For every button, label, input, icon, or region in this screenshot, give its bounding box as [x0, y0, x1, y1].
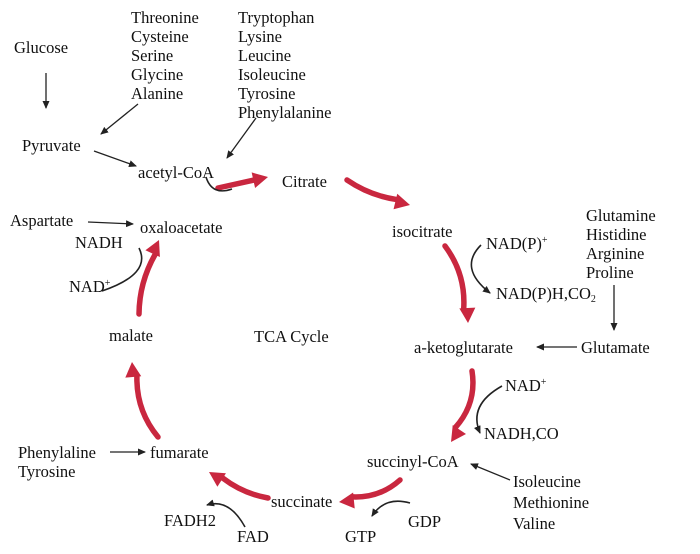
fadh2-label: FADH2: [164, 511, 216, 530]
cofactor-arcs: [101, 176, 503, 528]
nadh-label: NADH: [75, 233, 123, 252]
arrow-akg-to-succinylcoa: [451, 368, 476, 442]
amino-acid-item: Lysine: [238, 27, 282, 46]
amino-acid-item: Tyrosine: [238, 84, 296, 103]
amino-acid-item: Threonine: [131, 8, 199, 27]
arrow-succinylcoa-to-succinate: [339, 477, 403, 509]
amino-acid-item: Phenylaline: [18, 443, 96, 462]
side-arrows: [42, 73, 618, 481]
aspartate-label: Aspartate: [10, 211, 74, 230]
arrow-pyruvate-to-acetylcoa: [93, 150, 137, 167]
nad-plus-malate-label: NAD+: [69, 277, 111, 296]
arrow-succinate-to-fumarate: [209, 472, 271, 501]
arrow-amino-to-succinylcoa: [470, 463, 511, 481]
succinyl-coa-label: succinyl-CoA: [367, 452, 459, 471]
amino-acid-item: Leucine: [238, 46, 292, 65]
glutamate-label: Glutamate: [581, 338, 650, 357]
arrow-amino-to-pyruvate: [100, 103, 139, 135]
arc-acetylcoa-cofactor: [205, 176, 233, 192]
amino-acid-item: Phenylalanine: [238, 103, 332, 122]
arrow-fumarate-to-malate: [125, 362, 161, 440]
isocitrate-label: isocitrate: [392, 222, 453, 241]
arc-nad-to-nadh: [101, 247, 143, 292]
arrow-citrate-to-isocitrate: [344, 177, 410, 210]
succinate-label: succinate: [271, 492, 333, 511]
arrow-aspartate-to-oxaloacetate: [87, 220, 134, 228]
a-ketoglutarate-label: a-ketoglutarate: [414, 338, 513, 357]
glucose-label: Glucose: [14, 38, 69, 57]
amino-acid-item: Arginine: [586, 244, 645, 263]
oxaloacetate-label: oxaloacetate: [140, 218, 223, 237]
citrate-label: Citrate: [282, 172, 327, 191]
arrow-malate-to-oxaloacetate: [136, 240, 160, 317]
amino-acid-item: Isoleucine: [238, 65, 306, 84]
fad-label: FAD: [237, 527, 269, 546]
pyruvate-label: Pyruvate: [22, 136, 81, 155]
nadph-co2-label: NAD(P)H,CO2: [496, 284, 596, 305]
amino-acid-item: Isoleucine: [513, 472, 581, 491]
amino-acid-item: Tyrosine: [18, 462, 76, 481]
nadp-plus-label: NAD(P)+: [486, 234, 548, 253]
amino-acid-item: Serine: [131, 46, 174, 65]
gtp-label: GTP: [345, 527, 377, 546]
malate-label: malate: [109, 326, 153, 345]
arc-nadp-to-nadph: [470, 244, 491, 294]
arrow-isocitrate-to-akg: [442, 243, 476, 323]
tca-cycle-title: TCA Cycle: [254, 327, 329, 346]
amino-acid-item: Cysteine: [131, 27, 189, 46]
amino-acid-item: Glutamine: [586, 206, 656, 225]
amino-acid-item: Methionine: [513, 493, 590, 512]
nadh-co-label: NADH,CO: [484, 424, 559, 443]
arc-fad-to-fadh2: [206, 499, 246, 528]
arc-gdp-to-gtp: [371, 500, 411, 517]
cycle-arrows: [125, 172, 476, 509]
acetyl-coa-label: acetyl-CoA: [138, 163, 215, 182]
amino-acid-item: Histidine: [586, 225, 647, 244]
arrow-acetylcoa-to-citrate: [215, 172, 268, 191]
amino-acid-item: Glycine: [131, 65, 184, 84]
amino-acid-item: Alanine: [131, 84, 184, 103]
amino-acid-item: Valine: [513, 514, 556, 533]
gdp-label: GDP: [408, 512, 442, 531]
arc-nad-to-nadh-co: [474, 385, 503, 434]
fumarate-label: fumarate: [150, 443, 209, 462]
nad-plus-akg-label: NAD+: [505, 376, 547, 395]
amino-acid-item: Tryptophan: [238, 8, 315, 27]
amino-acid-item: Proline: [586, 263, 634, 282]
arrow-amino-to-acetylcoa: [226, 117, 257, 159]
